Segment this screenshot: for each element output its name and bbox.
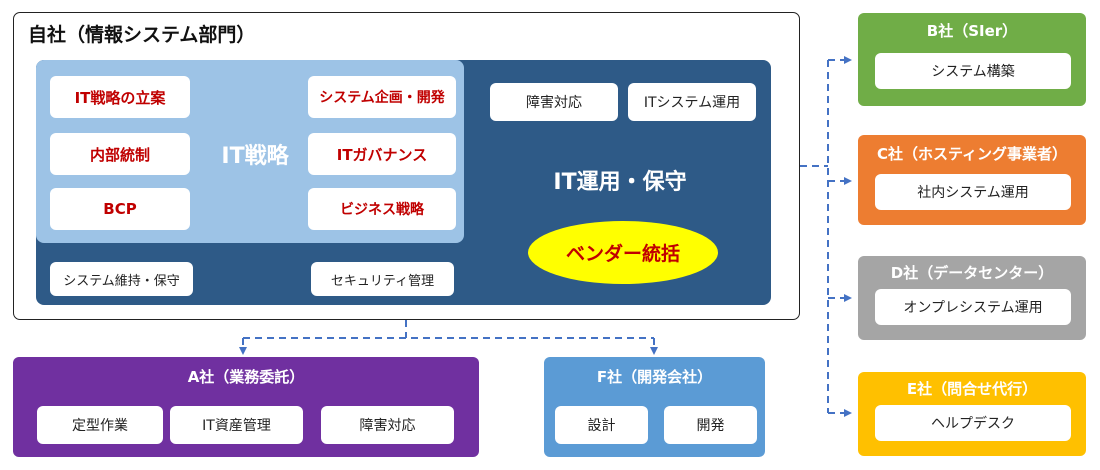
- company-a-title: A社（業務委託）: [187, 367, 305, 386]
- ops-item-it-system-operation: ITシステム運用: [628, 83, 756, 121]
- company-f-item-design: 設計: [555, 406, 648, 444]
- company-d-item-onprem-operation: オンプレシステム運用: [875, 289, 1071, 325]
- inhouse-department-title: 自社（情報システム部門）: [28, 24, 256, 46]
- strategy-item-it-planning: IT戦略の立案: [50, 76, 190, 118]
- company-a-item-it-asset-management: IT資産管理: [170, 406, 303, 444]
- company-e-title: E社（問合せ代行）: [906, 379, 1038, 398]
- company-e-item-helpdesk: ヘルプデスク: [875, 405, 1071, 441]
- company-c-item-internal-system-operation: 社内システム運用: [875, 174, 1071, 210]
- vendor-management-highlight: ベンダー統括: [528, 221, 718, 284]
- company-b-item-system-construction: システム構築: [875, 53, 1071, 89]
- it-operations-label: IT運用・保守: [553, 170, 687, 195]
- strategy-item-internal-control: 内部統制: [50, 133, 190, 175]
- strategy-item-bcp: BCP: [50, 188, 190, 230]
- company-a-item-incident-response: 障害対応: [321, 406, 454, 444]
- ops-item-incident-response: 障害対応: [490, 83, 618, 121]
- ops-item-security-management: セキュリティ管理: [311, 262, 454, 296]
- strategy-item-it-governance: ITガバナンス: [308, 133, 456, 175]
- it-strategy-label: IT戦略: [221, 144, 289, 169]
- company-c-title: C社（ホスティング事業者）: [876, 144, 1068, 163]
- strategy-item-business-strategy: ビジネス戦略: [308, 188, 456, 230]
- company-d-title: D社（データセンター）: [890, 263, 1054, 282]
- strategy-item-system-planning: システム企画・開発: [308, 76, 456, 118]
- company-a-item-routine-work: 定型作業: [37, 406, 163, 444]
- company-b-title: B社（SIer）: [926, 21, 1018, 40]
- company-f-title: F社（開発会社）: [596, 367, 713, 386]
- ops-item-system-maintenance: システム維持・保守: [50, 262, 193, 296]
- company-f-item-development: 開発: [664, 406, 757, 444]
